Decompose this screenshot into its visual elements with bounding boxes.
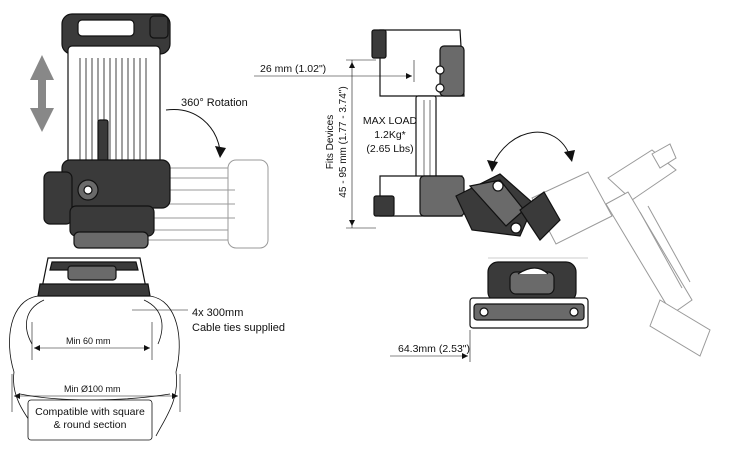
base-width-label: 64.3mm (2.53") [398, 343, 470, 355]
width-label: 26 mm (1.02") [260, 63, 326, 75]
phone-holder-front [43, 13, 171, 249]
base-dimension [390, 330, 471, 362]
side-view: 26 mm (1.02") Fits Devices 45 - 95 mm (1… [254, 29, 711, 362]
base-mount-side [469, 257, 589, 329]
min-diameter-dimension [11, 374, 181, 412]
rotation-arc-icon [165, 109, 226, 158]
tilt-arc-icon [487, 131, 575, 172]
width-dimension [254, 60, 415, 82]
compat-line-1: Compatible with square [35, 406, 145, 418]
max-load-lbs: (2.65 Lbs) [366, 143, 413, 155]
compat-line-2: & round section [54, 419, 127, 431]
phone-holder-side [371, 29, 465, 217]
min-width-label: Min 60 mm [66, 336, 111, 346]
cable-ties-count: 4x 300mm [192, 307, 243, 319]
front-view: 360° Rotation 4x 300mm Cable ties suppli… [9, 13, 285, 441]
fits-dimension [346, 59, 376, 229]
cable-ties-note: Cable ties supplied [192, 322, 285, 334]
min-diameter-label: Min Ø100 mm [64, 384, 121, 394]
vertical-arrow-icon [30, 55, 54, 132]
base-mount-front [37, 257, 151, 297]
rotation-label: 360° Rotation [181, 97, 248, 109]
max-load-title: MAX LOAD [363, 115, 418, 127]
ghost-tilted-holder [531, 143, 711, 357]
fits-devices-range: 45 - 95 mm (1.77 - 3.74") [338, 86, 349, 197]
compat-box [27, 399, 153, 441]
fits-devices-label: Fits Devices [325, 115, 336, 169]
max-load-kg: 1.2Kg* [374, 129, 406, 141]
ball-joint [455, 173, 561, 241]
min-width-dimension [31, 322, 153, 360]
